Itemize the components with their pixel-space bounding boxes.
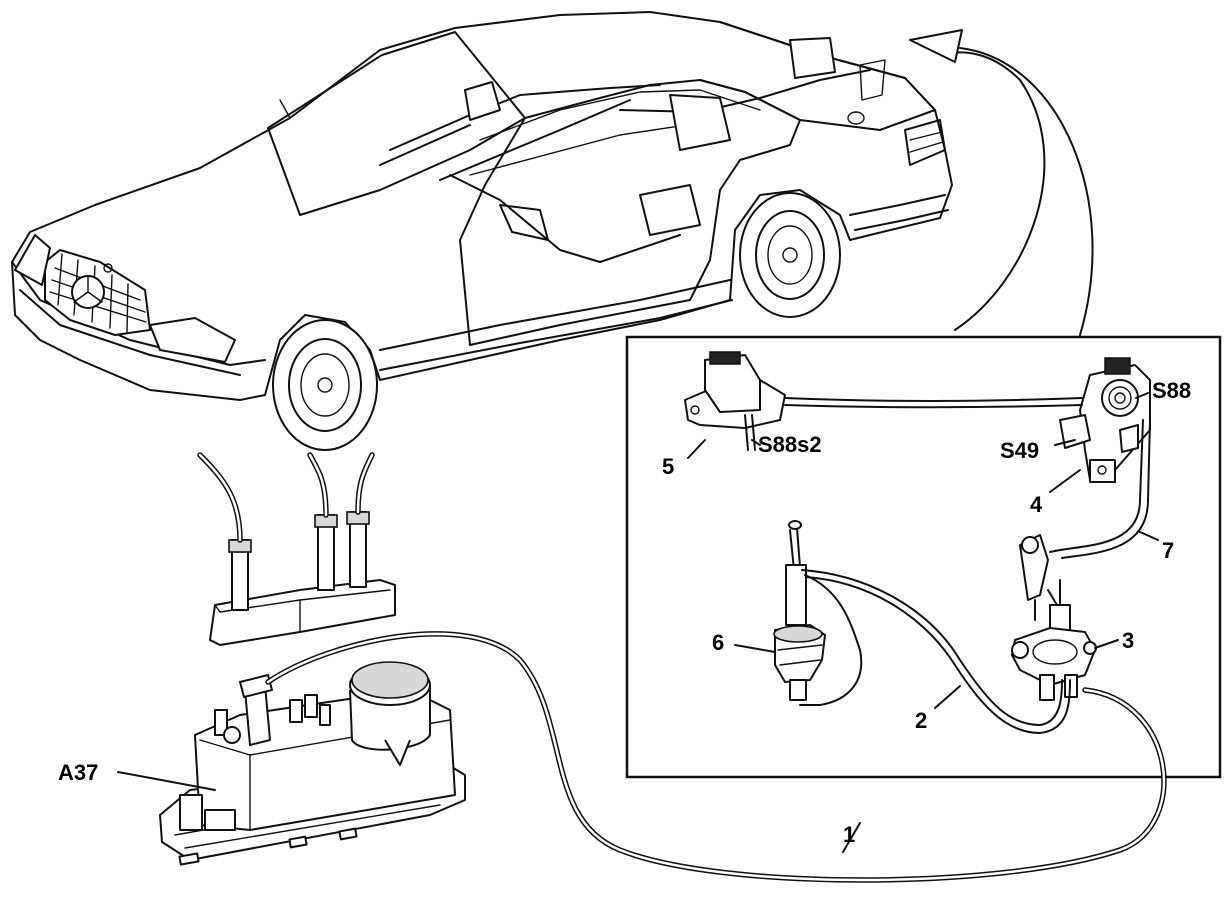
label-3: 3: [1122, 628, 1134, 653]
car-vacuum-routing: [379, 69, 871, 263]
car-door: [459, 79, 801, 346]
car-front-wheel: [272, 319, 378, 451]
label-s88: S88: [1152, 378, 1191, 403]
label-s88s2: S88s2: [758, 432, 822, 457]
hose-distributor-block: [197, 452, 396, 646]
part-6-actuator: [773, 520, 863, 706]
label-6: 6: [712, 630, 724, 655]
car-headlight-right: [149, 317, 236, 363]
label-2: 2: [915, 708, 927, 733]
label-a37: A37: [58, 760, 98, 785]
part-4-switch-s88-s49: [784, 357, 1151, 483]
label-7: 7: [1162, 538, 1174, 563]
label-5: 5: [662, 454, 674, 479]
label-1: 1: [843, 822, 855, 847]
car-rear-wheel: [739, 192, 841, 318]
leader-lines: [117, 392, 1159, 853]
car-rear-light: [904, 119, 946, 166]
car-illustration: [11, 11, 953, 451]
part-3-lock-actuator: [1011, 534, 1097, 701]
part-7-hose: [1049, 419, 1144, 553]
part-5-switch: [684, 351, 786, 451]
part-2-hose: [801, 569, 1063, 726]
trunk-direction-arrow: [909, 29, 1094, 336]
label-s49: S49: [1000, 438, 1039, 463]
a37-vacuum-pump: [159, 661, 466, 866]
car-headlight-left: [14, 234, 51, 286]
label-4: 4: [1030, 492, 1043, 517]
